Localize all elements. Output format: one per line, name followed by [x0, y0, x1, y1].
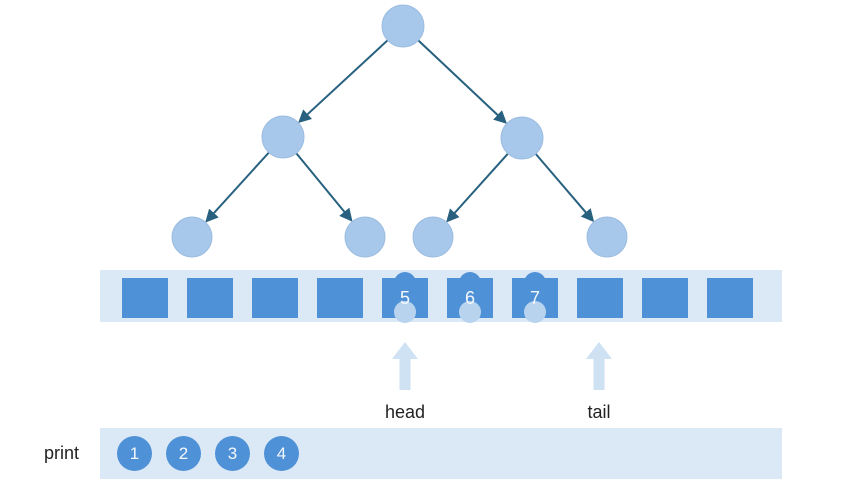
queue-cell-1: [187, 277, 233, 318]
queue-cell-5: 6: [447, 271, 493, 323]
print-band: 1 2 3 4: [100, 428, 782, 479]
tree-node-right-right: [586, 216, 628, 258]
head-pointer: head: [373, 342, 437, 423]
tree-nodes: [171, 4, 628, 258]
queue-cell-0: [122, 277, 168, 318]
queue-cell-9: [707, 277, 753, 318]
tail-pointer: tail: [567, 342, 631, 423]
print-item-4: 4: [264, 436, 299, 471]
edge-left-leftright: [295, 152, 353, 222]
print-label: print: [44, 443, 80, 463]
tree-node-right: [500, 116, 544, 160]
queue-cell-6: 7: [512, 271, 558, 323]
queue-cell-2: [252, 277, 298, 318]
head-label: head: [384, 402, 426, 422]
print-item-3: 3: [215, 436, 250, 471]
tree-node-root: [381, 4, 425, 48]
tree-edges: [205, 39, 595, 223]
tree-node-left-right: [344, 216, 386, 258]
tree-node-left: [261, 115, 305, 159]
up-arrow-icon: [586, 342, 612, 390]
queue-cell-8: [642, 277, 688, 318]
queue-cell-3: [317, 277, 363, 318]
edge-right-rightleft: [446, 152, 509, 223]
tail-label: tail: [587, 402, 611, 422]
edge-right-rightright: [534, 153, 595, 223]
edge-root-left: [298, 39, 389, 124]
tree-node-left-left: [171, 216, 213, 258]
up-arrow-icon: [392, 342, 418, 390]
edge-root-right: [417, 39, 508, 124]
queue-band: 5 6 7: [100, 270, 782, 323]
queue-cell-4: 5: [382, 271, 428, 323]
queue-cell-7: [577, 277, 623, 318]
edge-left-leftleft: [205, 151, 270, 223]
print-item-1: 1: [117, 436, 152, 471]
print-item-2: 2: [166, 436, 201, 471]
tree-node-right-left: [412, 216, 454, 258]
